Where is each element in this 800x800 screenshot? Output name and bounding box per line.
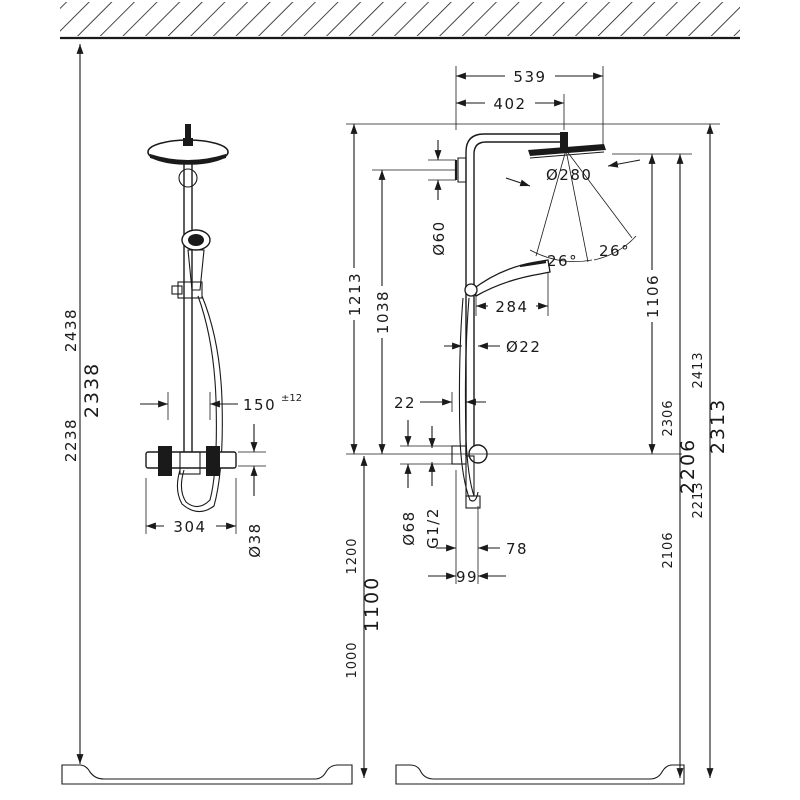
dim-install-height-max: 1200 — [345, 537, 360, 574]
dim-head-reach: 539 — [513, 68, 546, 86]
ceiling — [60, 2, 740, 40]
dim-height-max: 2438 — [62, 308, 80, 352]
dim-install-height-min: 1000 — [345, 641, 360, 678]
dim-hand-shower-length: 284 — [495, 298, 528, 316]
dim-height-nominal: 2338 — [81, 362, 103, 418]
left-front-view: 2438 2338 2238 — [62, 44, 302, 764]
dim-install-height-nominal: 1100 — [361, 576, 383, 632]
dim-rail-height: 1213 — [346, 272, 364, 316]
dim-holder-diameter: Ø60 — [430, 220, 448, 255]
shower-arm — [465, 133, 564, 456]
dim-depth-99: 99 — [456, 568, 478, 586]
dim-total-high-mid: 2206 — [677, 438, 699, 494]
dim-height-min: 2238 — [62, 418, 80, 462]
dim-depth-78: 78 — [506, 540, 528, 558]
dim-bar-diameter: Ø38 — [246, 522, 264, 557]
dim-total-high-left: 2306 — [661, 399, 676, 436]
dim-rail-height-sub: 1038 — [374, 290, 392, 334]
riser-pipe — [183, 163, 193, 455]
dim-head-diameter: Ø280 — [546, 166, 592, 184]
shower-tray-left — [61, 764, 353, 785]
dim-arm-reach: 402 — [493, 95, 526, 113]
dim-total-high-low: 2106 — [661, 531, 676, 568]
dim-total-right-min: 2213 — [691, 481, 706, 518]
head-shower — [147, 124, 229, 165]
thermostat — [145, 446, 237, 476]
hand-shower — [171, 229, 223, 513]
dim-width: 304 — [173, 518, 206, 536]
dim-spray-angle-b: 26° — [599, 242, 630, 260]
dim-thermostat-diameter: Ø68 — [400, 510, 418, 545]
dim-wall-distance-tolerance: ±12 — [281, 393, 302, 404]
right-side-view: 539 402 Ø28 — [345, 66, 730, 778]
dim-thread: G1/2 — [424, 507, 442, 549]
dim-total-right-max: 2413 — [691, 351, 706, 388]
dim-spray-angle-a: 26° — [547, 252, 578, 270]
dim-wall-distance: 150 — [243, 396, 276, 414]
dim-pipe-diameter: Ø22 — [506, 338, 541, 356]
riser-clamp — [178, 168, 198, 188]
hand-shower-side — [458, 259, 551, 502]
shower-tray-right — [395, 764, 685, 785]
dim-total-right-nominal: 2313 — [707, 398, 729, 454]
dim-offset: 22 — [394, 394, 416, 412]
dim-head-height-right: 1106 — [644, 274, 662, 318]
